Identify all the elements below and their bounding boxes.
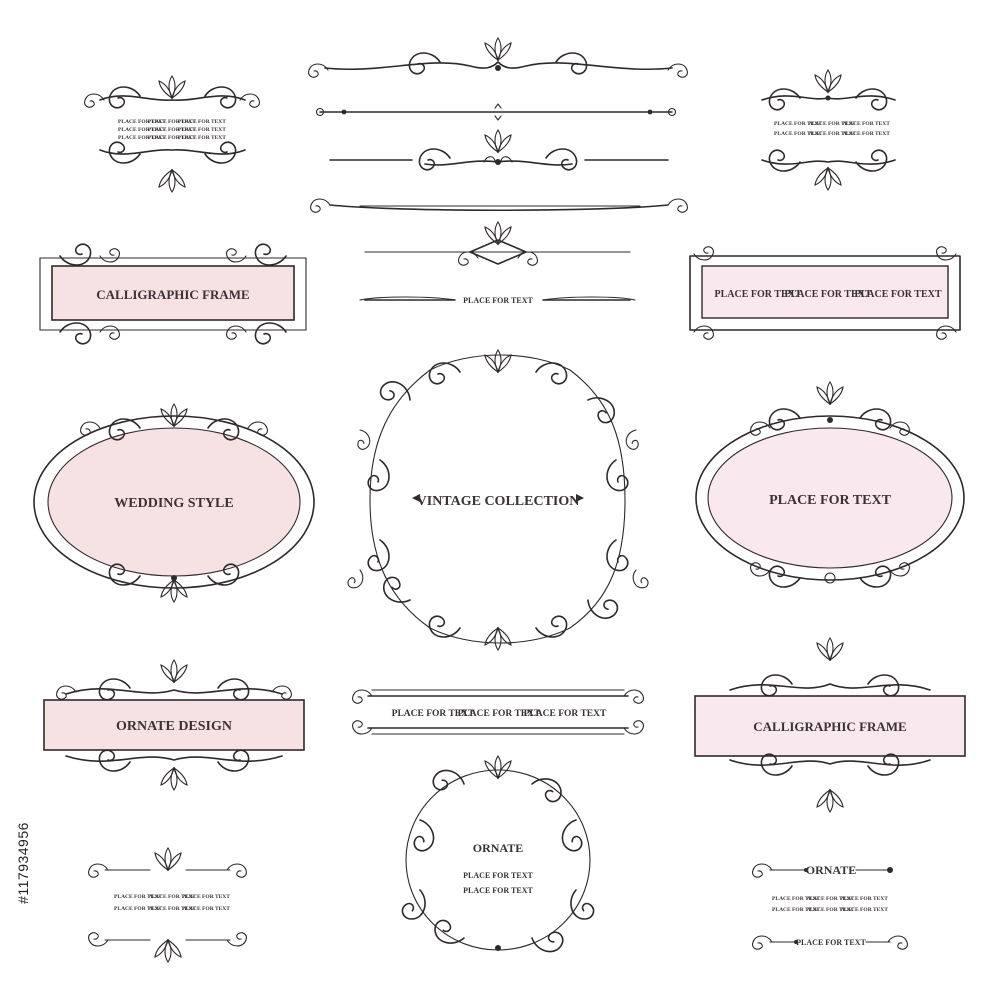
ornate-design-frame: ORNATE DESIGN <box>43 659 305 791</box>
top-right-ornament: PLACE FOR TEXT PLACE FOR TEXT PLACE FOR … <box>761 69 896 191</box>
ornate-wreath-text-1: PLACE FOR TEXT <box>463 871 533 880</box>
top-center-dividers <box>308 37 688 213</box>
place-for-text-line-1b: PLACE FOR TEXT <box>178 119 226 125</box>
br-text-1c: PLACE FOR TEXT <box>840 896 888 902</box>
right-frame-text-2: PLACE FOR TEXT <box>784 289 871 300</box>
vintage-collection-label: VINTAGE COLLECTION <box>417 494 580 509</box>
br-text-2a: PLACE FOR TEXT <box>772 907 820 913</box>
place-for-text-line-2: PLACE FOR TEXT <box>148 127 196 133</box>
bottom-right-place-for-text: PLACE FOR TEXT <box>796 938 866 947</box>
right-frame-text-1: PLACE FOR TEXT <box>714 289 801 300</box>
bl-text-2c: PLACE FOR TEXT <box>182 906 230 912</box>
calligraphic-frame-right-label: CALLIGRAPHIC FRAME <box>753 719 906 734</box>
calligraphic-frame-right: CALLIGRAPHIC FRAME <box>694 637 966 813</box>
tr-text-1a: PLACE FOR TEXT <box>774 121 822 127</box>
tr-text-2c: PLACE FOR TEXT <box>842 131 890 137</box>
right-rect-frame: PLACE FOR TEXT PLACE FOR TEXT PLACE FOR … <box>689 246 961 340</box>
place-for-text-line-3: PLACE FOR TEXT <box>148 135 196 141</box>
center-small-dividers: PLACE FOR TEXT <box>359 221 636 305</box>
tr-text-2b: PLACE FOR TEXT <box>808 131 856 137</box>
place-for-text-line-2b: PLACE FOR TEXT <box>178 127 226 133</box>
place-for-text-line-2a: PLACE FOR TEXT <box>118 127 166 133</box>
br-text-2b: PLACE FOR TEXT <box>806 907 854 913</box>
center-banner-text-1: PLACE FOR TEXT <box>392 709 475 719</box>
center-divider-label: PLACE FOR TEXT <box>463 296 533 305</box>
right-oval-label: PLACE FOR TEXT <box>769 493 892 508</box>
place-for-text-line-1: PLACE FOR TEXT <box>148 119 196 125</box>
bl-text-2b: PLACE FOR TEXT <box>148 906 196 912</box>
ornate-wreath: ORNATE PLACE FOR TEXT PLACE FOR TEXT <box>399 755 597 956</box>
calligraphic-frame-left: CALLIGRAPHIC FRAME <box>39 243 307 345</box>
bottom-right-ornate-label: ORNATE <box>806 863 856 877</box>
stock-id-text: #117934956 <box>15 821 31 904</box>
place-for-text-line-3a: PLACE FOR TEXT <box>118 135 166 141</box>
center-banner-text-3: PLACE FOR TEXT <box>524 709 607 719</box>
center-banner-text-2: PLACE FOR TEXT <box>458 709 541 719</box>
br-text-1a: PLACE FOR TEXT <box>772 896 820 902</box>
br-text-1b: PLACE FOR TEXT <box>806 896 854 902</box>
center-banner: PLACE FOR TEXT PLACE FOR TEXT PLACE FOR … <box>352 689 644 735</box>
br-text-2c: PLACE FOR TEXT <box>840 907 888 913</box>
bl-text-1c: PLACE FOR TEXT <box>182 894 230 900</box>
tr-text-1c: PLACE FOR TEXT <box>842 121 890 127</box>
ornate-wreath-text-2: PLACE FOR TEXT <box>463 886 533 895</box>
ornate-wreath-label: ORNATE <box>473 841 523 855</box>
calligraphic-frame-left-label: CALLIGRAPHIC FRAME <box>96 287 249 302</box>
bl-text-1b: PLACE FOR TEXT <box>148 894 196 900</box>
top-left-ornament: PLACE FOR TEXT PLACE FOR TEXT PLACE FOR … <box>84 75 260 193</box>
right-frame-text-3: PLACE FOR TEXT <box>854 289 941 300</box>
tr-text-1b: PLACE FOR TEXT <box>808 121 856 127</box>
vintage-collection-frame: VINTAGE COLLECTION <box>346 349 650 651</box>
bottom-left-ornament: PLACE FOR TEXT PLACE FOR TEXT PLACE FOR … <box>88 847 247 963</box>
stock-id-watermark: #117934956 <box>10 765 36 960</box>
bl-text-1a: PLACE FOR TEXT <box>114 894 162 900</box>
place-for-text-line-1a: PLACE FOR TEXT <box>118 119 166 125</box>
right-oval-frame: PLACE FOR TEXT <box>695 381 965 588</box>
bottom-right-ornament: ORNATE PLACE FOR TEXT PLACE FOR TEXT PLA… <box>752 863 908 950</box>
tr-text-2a: PLACE FOR TEXT <box>774 131 822 137</box>
ornate-design-label: ORNATE DESIGN <box>116 719 232 734</box>
wedding-style-frame: WEDDING STYLE <box>33 403 315 603</box>
wedding-style-label: WEDDING STYLE <box>114 496 233 511</box>
place-for-text-line-3b: PLACE FOR TEXT <box>178 135 226 141</box>
bl-text-2a: PLACE FOR TEXT <box>114 906 162 912</box>
